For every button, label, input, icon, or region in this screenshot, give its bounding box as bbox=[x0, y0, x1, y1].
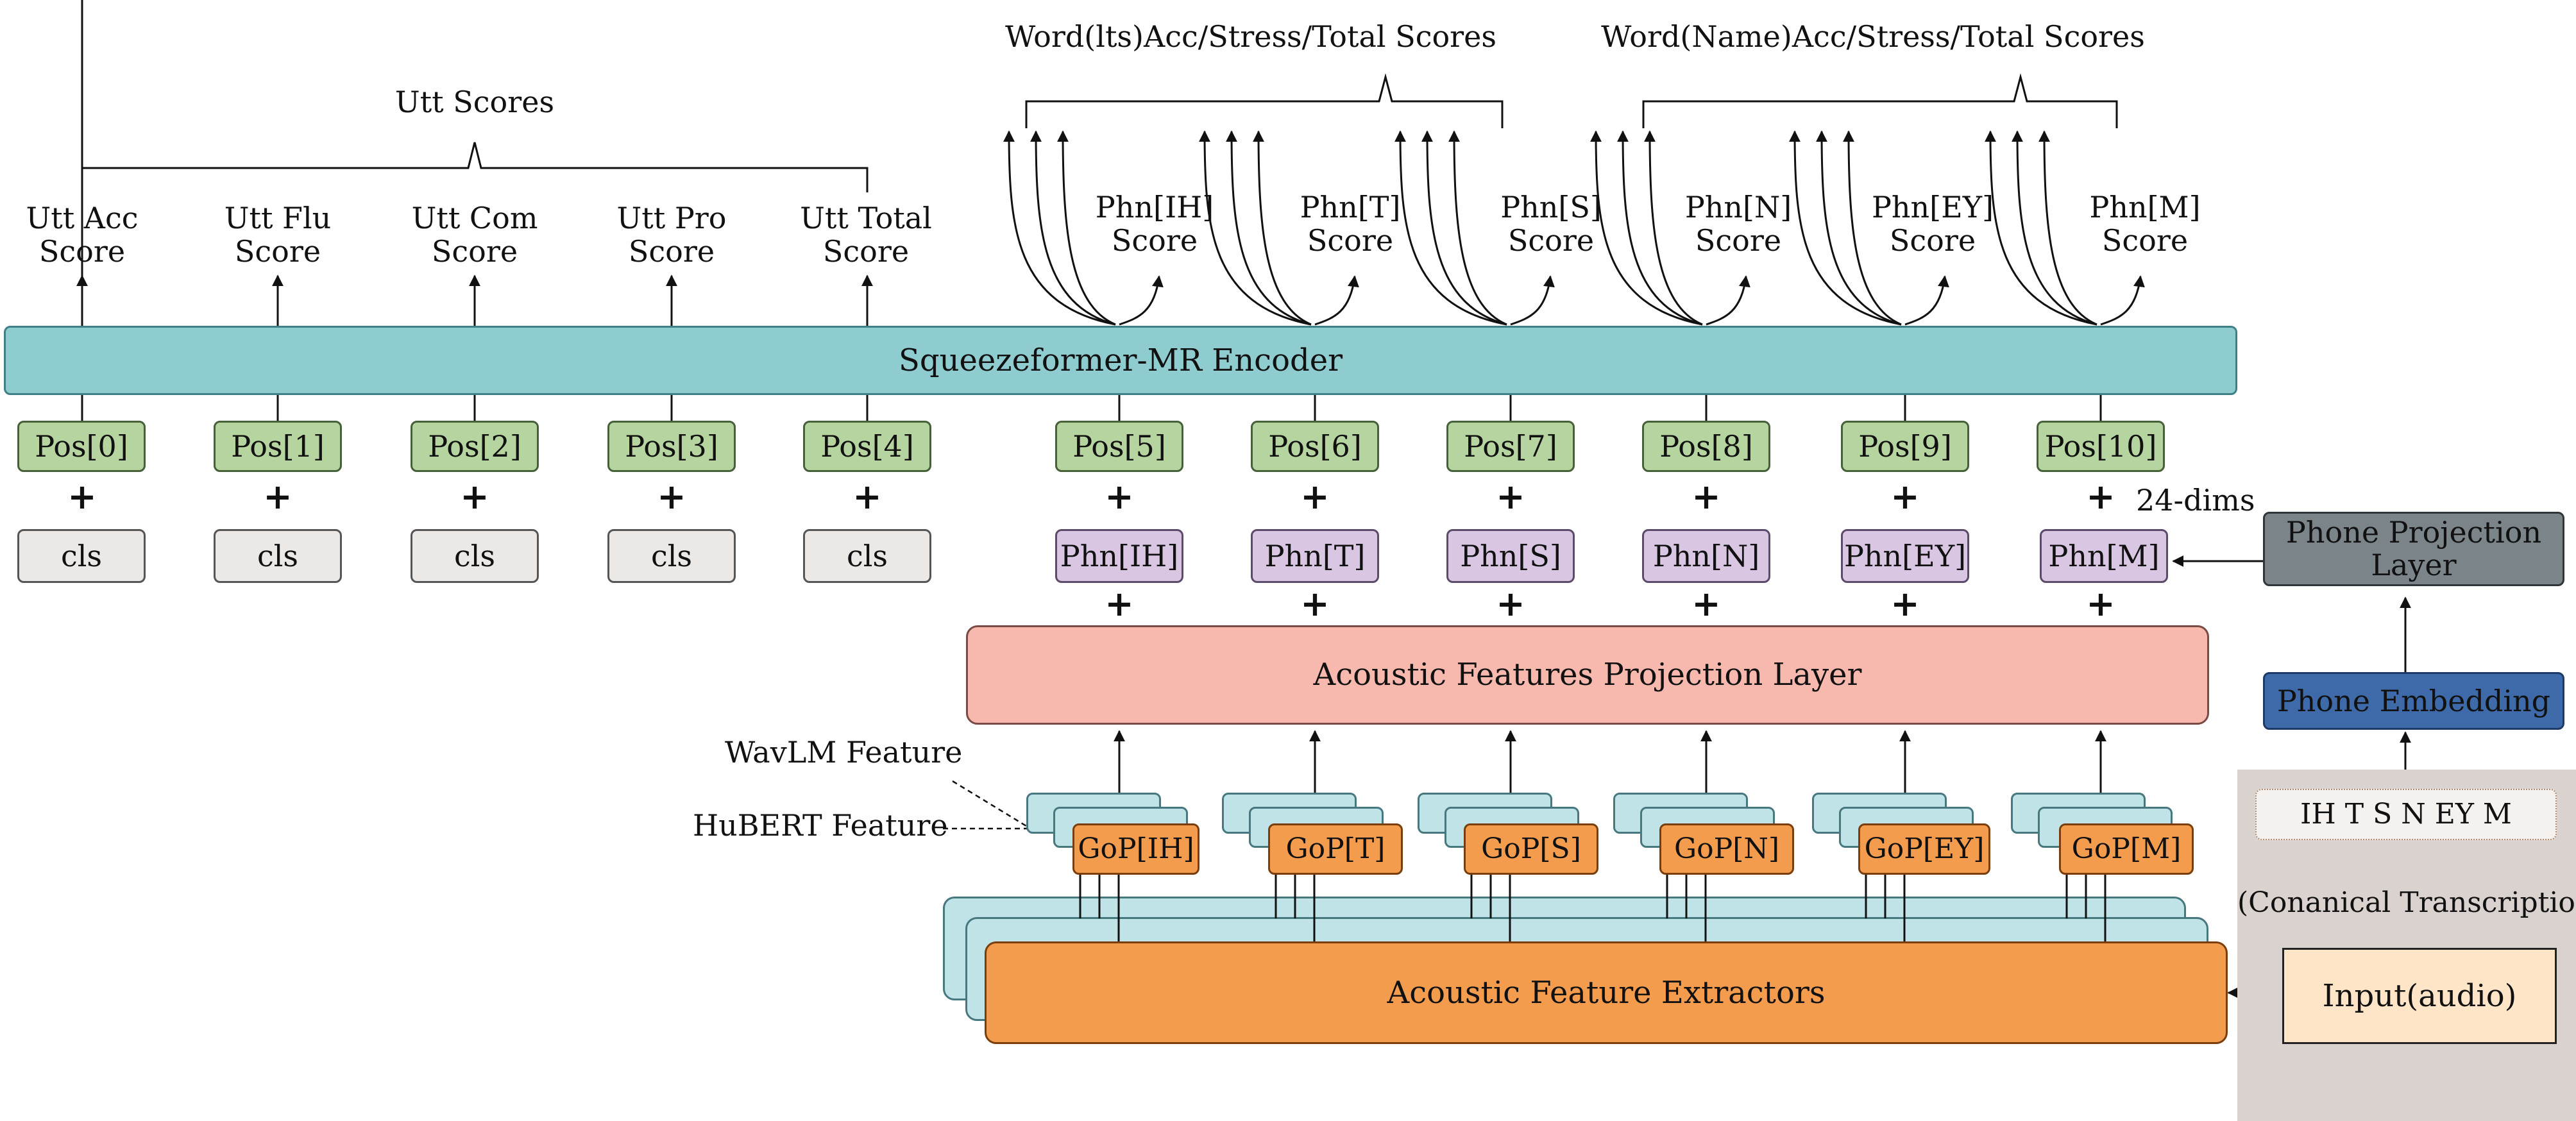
phn-ey-score-label: Phn[EY]Score bbox=[1871, 190, 1994, 258]
gop-feature: GoP[EY] bbox=[1858, 823, 1990, 875]
plus-sign: + bbox=[657, 476, 686, 517]
cls-token: cls bbox=[214, 529, 342, 583]
phone-token: Phn[EY] bbox=[1841, 529, 1969, 583]
plus-sign: + bbox=[1890, 584, 1920, 624]
plus-sign: + bbox=[1496, 476, 1525, 517]
phone-score-arrow bbox=[1706, 275, 1750, 326]
phn-n-score-label: Phn[N]Score bbox=[1684, 190, 1792, 258]
word-score-arrow bbox=[1003, 130, 1116, 326]
cls-token: cls bbox=[607, 529, 736, 583]
word-score-arrow bbox=[1199, 130, 1312, 326]
phn-m-score-label: Phn[M]Score bbox=[2089, 190, 2201, 258]
word-its-scores-label: Word(lts)Acc/Stress/Total Scores bbox=[1005, 19, 1496, 54]
phn-t-score-label: Phn[T]Score bbox=[1300, 190, 1401, 258]
gop-feature: GoP[M] bbox=[2059, 823, 2194, 875]
word-score-arrow bbox=[1421, 130, 1507, 326]
pos-embedding: Pos[4] bbox=[803, 421, 931, 472]
acoustic-features-projection-layer: Acoustic Features Projection Layer bbox=[966, 625, 2209, 725]
squeezeformer-encoder: Squeezeformer-MR Encoder bbox=[4, 326, 2237, 395]
phone-token: Phn[N] bbox=[1642, 529, 1770, 583]
cls-token: cls bbox=[803, 529, 931, 583]
dims-label: 24-dims bbox=[2136, 483, 2255, 518]
pos-embedding: Pos[6] bbox=[1251, 421, 1379, 472]
pos-embedding: Pos[5] bbox=[1055, 421, 1183, 472]
word-score-arrow bbox=[1057, 130, 1116, 326]
word-score-arrow bbox=[1253, 130, 1312, 326]
plus-sign: + bbox=[1890, 476, 1920, 517]
plus-sign: + bbox=[1105, 476, 1134, 517]
plus-sign: + bbox=[1691, 476, 1721, 517]
word-score-arrow bbox=[1789, 130, 1902, 326]
phone-embedding: Phone Embedding bbox=[2263, 672, 2564, 730]
pos-embedding: Pos[9] bbox=[1841, 421, 1969, 472]
plus-sign: + bbox=[2086, 584, 2115, 624]
plus-sign: + bbox=[1105, 584, 1134, 624]
word-name-scores-label: Word(Name)Acc/Stress/Total Scores bbox=[1601, 19, 2145, 54]
plus-sign: + bbox=[2086, 476, 2115, 517]
word-score-arrow bbox=[1985, 130, 2097, 326]
phone-token: Phn[T] bbox=[1251, 529, 1379, 583]
word-score-arrow bbox=[1226, 130, 1312, 326]
acoustic-feature-extractors: Acoustic Feature Extractors bbox=[985, 941, 2228, 1044]
wavlm-feature-label: WavLM Feature bbox=[725, 735, 963, 770]
word-score-arrow bbox=[1816, 130, 1902, 326]
phn-ih-score-label: Phn[IH]Score bbox=[1095, 190, 1214, 258]
pos-embedding: Pos[3] bbox=[607, 421, 736, 472]
phone-token: Phn[IH] bbox=[1055, 529, 1183, 583]
pos-embedding: Pos[10] bbox=[2037, 421, 2165, 472]
pos-embedding: Pos[7] bbox=[1446, 421, 1575, 472]
plus-sign: + bbox=[1496, 584, 1525, 624]
gop-feature: GoP[T] bbox=[1268, 823, 1403, 875]
word-score-arrow bbox=[2038, 130, 2097, 326]
pos-embedding: Pos[0] bbox=[17, 421, 146, 472]
word-score-arrow bbox=[1590, 130, 1703, 326]
phn-s-score-label: Phn[S]Score bbox=[1500, 190, 1602, 258]
phone-token: Phn[S] bbox=[1446, 529, 1575, 583]
word-score-arrow bbox=[2012, 130, 2097, 326]
cls-token: cls bbox=[411, 529, 539, 583]
phone-score-arrow bbox=[2100, 275, 2145, 326]
word-score-arrow bbox=[1843, 130, 1902, 326]
plus-sign: + bbox=[1691, 584, 1721, 624]
word-score-arrow bbox=[1617, 130, 1703, 326]
word-score-arrow bbox=[1644, 130, 1703, 326]
plus-sign: + bbox=[852, 476, 882, 517]
plus-sign: + bbox=[460, 476, 489, 517]
word-score-arrow bbox=[1030, 130, 1116, 326]
word-score-arrow bbox=[1448, 130, 1507, 326]
word-score-arrow bbox=[1394, 130, 1507, 326]
plus-sign: + bbox=[1300, 584, 1330, 624]
utt-scores-label: Utt Scores bbox=[394, 85, 555, 119]
plus-sign: + bbox=[1300, 476, 1330, 517]
hubert-feature-label: HuBERT Feature bbox=[693, 808, 948, 843]
phone-score-arrow bbox=[1904, 275, 1949, 326]
gop-feature: GoP[S] bbox=[1464, 823, 1598, 875]
plus-sign: + bbox=[67, 476, 97, 517]
gop-feature: GoP[IH] bbox=[1072, 823, 1199, 875]
phone-token: Phn[M] bbox=[2040, 529, 2168, 583]
pos-embedding: Pos[8] bbox=[1642, 421, 1770, 472]
cls-token: cls bbox=[17, 529, 146, 583]
pos-embedding: Pos[2] bbox=[411, 421, 539, 472]
phone-score-arrow bbox=[1119, 275, 1164, 326]
gop-feature: GoP[N] bbox=[1659, 823, 1794, 875]
pos-embedding: Pos[1] bbox=[214, 421, 342, 472]
plus-sign: + bbox=[263, 476, 292, 517]
canonical-transcription-box: IH T S N EY M bbox=[2255, 789, 2557, 840]
phone-score-arrow bbox=[1510, 275, 1555, 326]
transcription-caption: (Conanical Transcription) bbox=[2237, 886, 2576, 919]
input-audio-box: Input(audio) bbox=[2282, 948, 2557, 1044]
phone-score-arrow bbox=[1314, 275, 1359, 326]
